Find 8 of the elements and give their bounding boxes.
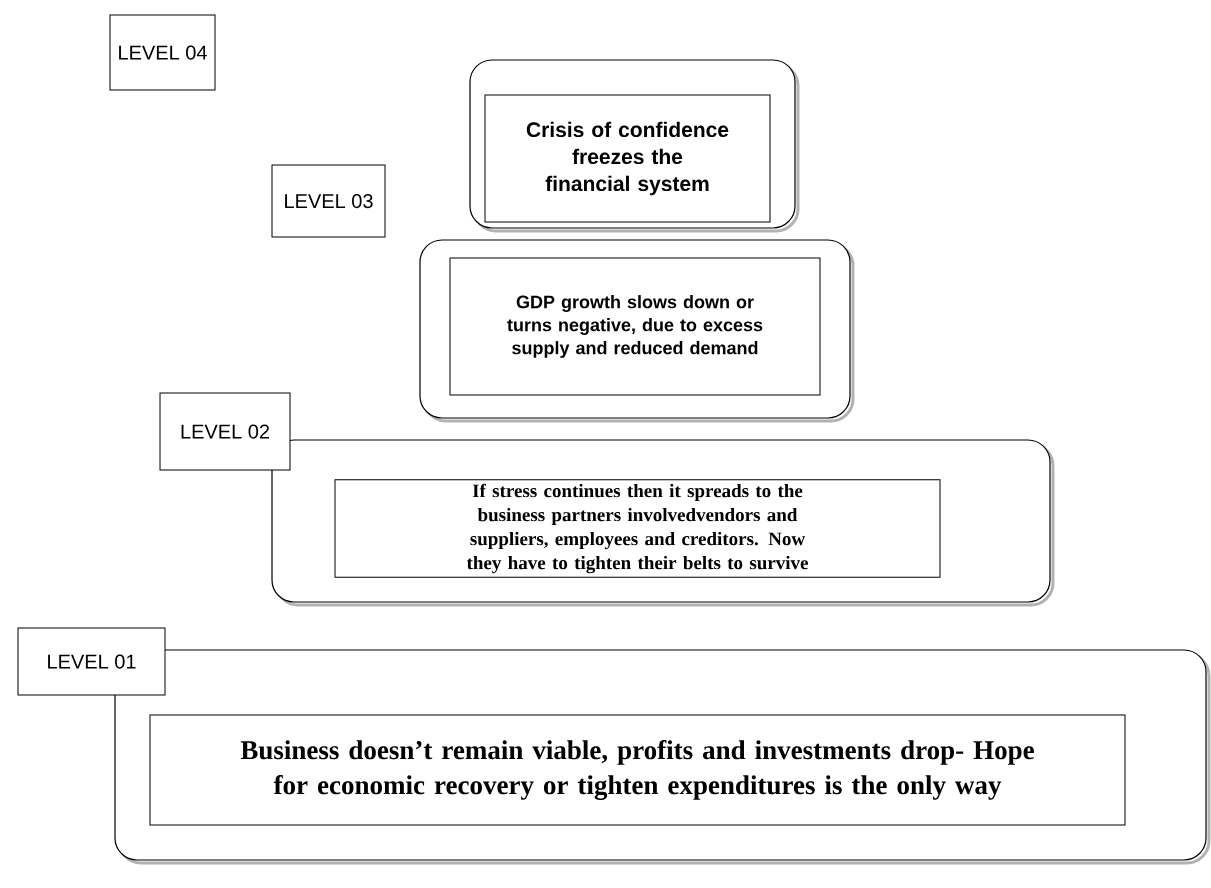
text-box: If stress continues then it spreads to the business partners involvedvendors and suppliers, employees and creditors. Now they have to tighten their belts to survive <box>334 479 941 578</box>
level-label: LEVEL 04 <box>109 14 216 91</box>
text-box: GDP growth slows down or turns negative, due to excess supply and reduced demand <box>449 257 821 396</box>
text-box: Business doesn’t remain viable, profits and investments drop- Hope for economic recovery or tighten expenditures is the only way <box>149 714 1126 826</box>
level-label: LEVEL 03 <box>271 164 386 238</box>
level-label: LEVEL 02 <box>159 392 291 471</box>
text-box: Crisis of confidence freezes the financial system <box>484 94 771 223</box>
level-label: LEVEL 01 <box>17 627 166 696</box>
